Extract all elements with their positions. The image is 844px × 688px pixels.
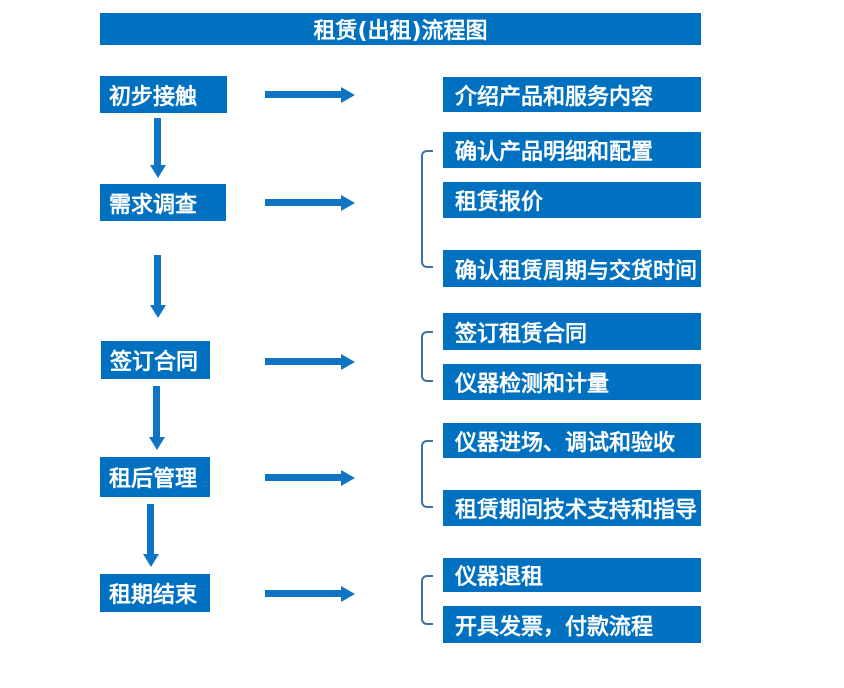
output-instrument-return: 仪器退租 — [443, 558, 701, 592]
output-introduce-products: 介绍产品和服务内容 — [443, 77, 701, 112]
step-initial-contact: 初步接触 — [100, 76, 227, 113]
step-rental-end: 租期结束 — [100, 574, 210, 612]
arrow-down-icon-step2-step3 — [149, 255, 166, 318]
bracket-icon-step2-outputs — [421, 150, 433, 268]
output-instrument-testing: 仪器检测和计量 — [443, 364, 701, 400]
output-instrument-setup: 仪器进场、调试和验收 — [443, 423, 701, 458]
arrow-down-icon-step4-step5 — [142, 504, 159, 567]
arrow-down-icon-step1-step2 — [149, 118, 166, 178]
bracket-icon-step5-outputs — [421, 575, 433, 625]
arrow-down-icon-step3-step4 — [148, 386, 165, 450]
arrow-right-icon-step1 — [265, 86, 355, 103]
flowchart-title: 租赁(出租)流程图 — [100, 13, 701, 45]
output-sign-rental-contract: 签订租赁合同 — [443, 313, 701, 350]
arrow-right-icon-step2 — [265, 194, 355, 211]
step-sign-contract: 签订合同 — [101, 341, 210, 379]
output-confirm-product-spec: 确认产品明细和配置 — [443, 132, 701, 168]
output-rental-quote: 租赁报价 — [443, 182, 701, 218]
bracket-icon-step3-outputs — [421, 331, 433, 382]
arrow-right-icon-step4 — [265, 469, 355, 486]
arrow-right-icon-step3 — [265, 353, 355, 370]
output-tech-support: 租赁期间技术支持和指导 — [443, 490, 701, 526]
bracket-icon-step4-outputs — [421, 440, 433, 508]
output-confirm-period-delivery: 确认租赁周期与交货时间 — [443, 250, 701, 287]
output-invoice-payment: 开具发票，付款流程 — [443, 606, 701, 643]
step-post-rental-mgmt: 租后管理 — [100, 457, 210, 497]
step-demand-survey: 需求调查 — [100, 184, 226, 221]
arrow-right-icon-step5 — [265, 585, 355, 602]
